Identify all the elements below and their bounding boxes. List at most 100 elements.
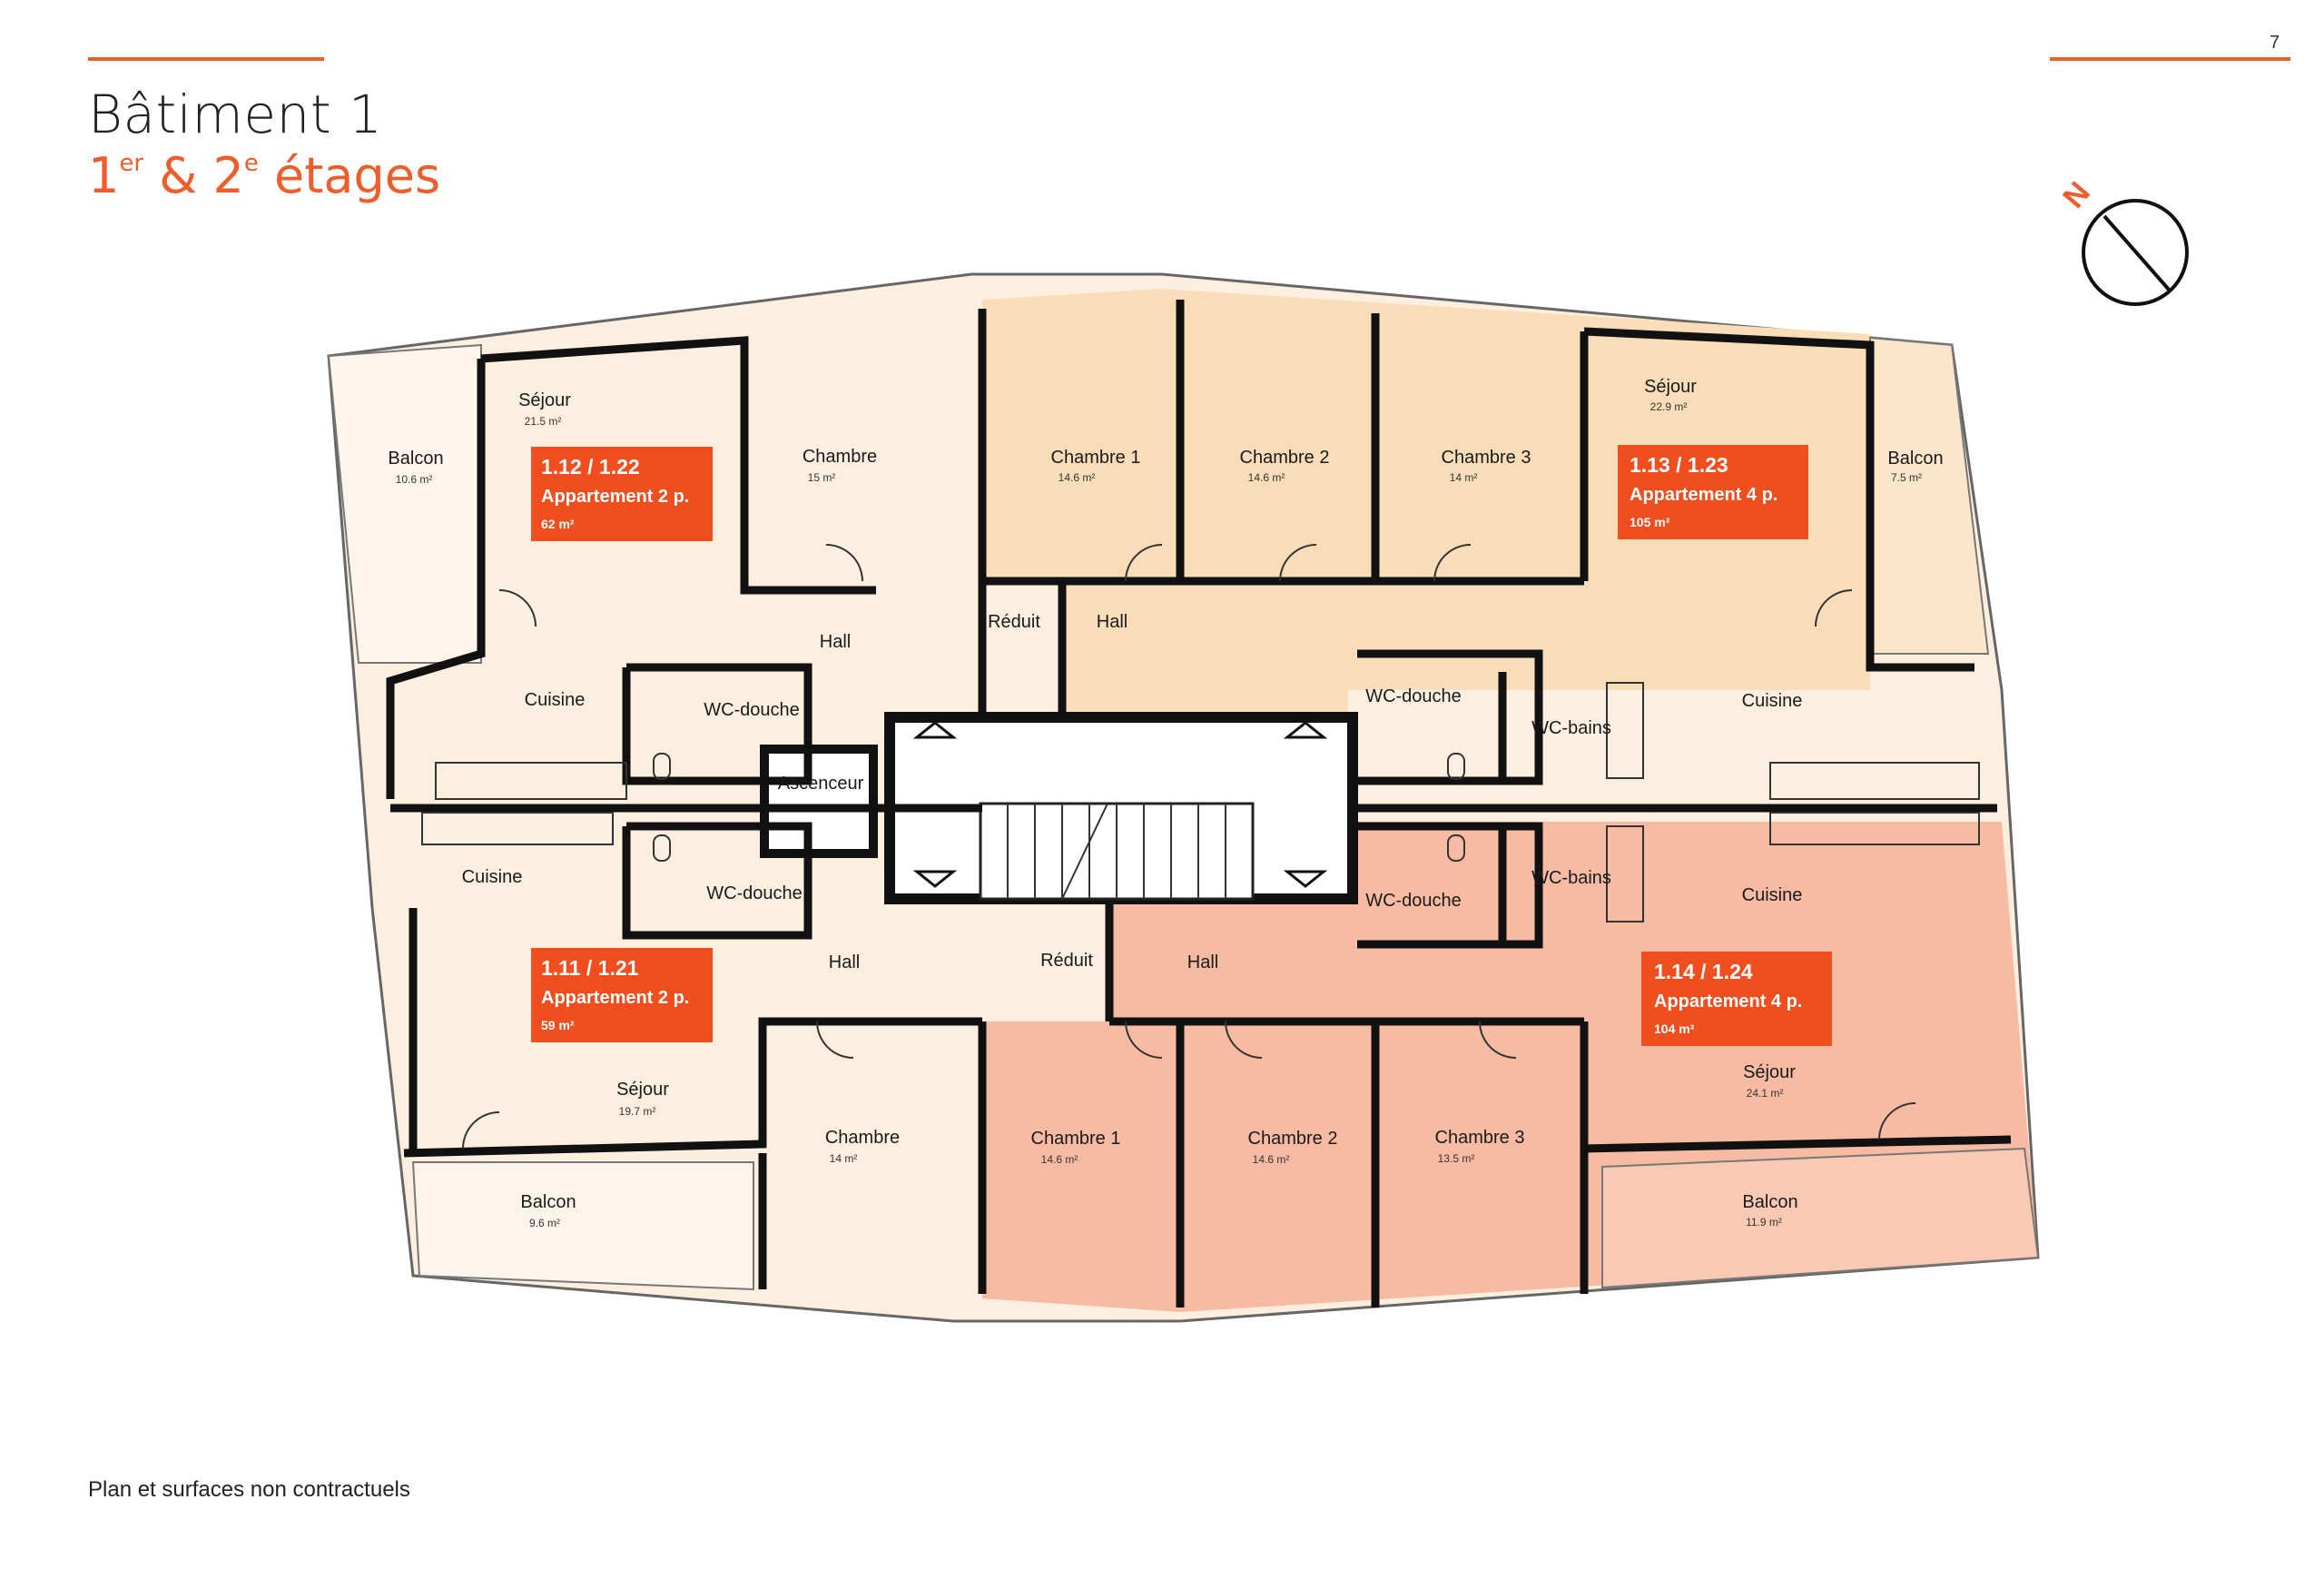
room-area: 14.6 m²: [1041, 1153, 1078, 1166]
door-icon: [1479, 1021, 1517, 1059]
unit-area: 105 m²: [1630, 515, 1670, 529]
room-area: 11.9 m²: [1746, 1216, 1782, 1229]
unit-type: Appartement 4 p.: [1654, 992, 1802, 1011]
room-area: 14 m²: [830, 1152, 858, 1165]
room-area: 21.5 m²: [525, 415, 562, 428]
room-name: Séjour: [518, 390, 571, 410]
walls: [386, 300, 2012, 1308]
room-name: Cuisine: [1742, 691, 1803, 711]
toilet-icon: [653, 834, 671, 862]
unit-badge-1-12: 1.12 / 1.22 Appartement 2 p. 62 m²: [531, 447, 713, 541]
page-subtitle: 1er & 2e étages: [88, 147, 440, 204]
room-area: 9.6 m²: [529, 1217, 560, 1229]
room-name: Balcon: [1887, 449, 1943, 469]
room-name: Hall: [1187, 952, 1218, 972]
page-number: 7: [2270, 33, 2280, 53]
room-area: 14.6 m²: [1248, 471, 1285, 484]
doors: [462, 544, 1916, 1150]
room-name: Chambre 3: [1435, 1128, 1525, 1148]
room-area: 15 m²: [808, 471, 836, 484]
room-area: 13.5 m²: [1438, 1152, 1475, 1165]
unit-type: Appartement 2 p.: [541, 487, 689, 507]
room-name: Cuisine: [525, 690, 586, 710]
kitchen-counter: [435, 762, 627, 800]
door-icon: [825, 544, 863, 582]
door-icon: [1125, 1021, 1163, 1059]
balcony-sw: [411, 1161, 754, 1291]
unit-badge-1-13: 1.13 / 1.23 Appartement 4 p. 105 m²: [1618, 445, 1808, 539]
room-area: 22.9 m²: [1650, 400, 1688, 413]
compass-needle-icon: [2102, 214, 2171, 292]
door-icon: [1878, 1102, 1916, 1140]
kitchen-counter: [1769, 762, 1980, 800]
room-name: Chambre 2: [1240, 448, 1330, 468]
subtitle-sup-1: er: [119, 150, 144, 177]
room-name: Chambre: [803, 447, 877, 467]
room-name: WC-bains: [1531, 868, 1611, 888]
balcony-ne: [1869, 336, 1990, 655]
room-name: Hall: [829, 952, 860, 972]
room-name: Chambre 3: [1442, 448, 1531, 468]
room-name: Balcon: [520, 1192, 576, 1212]
unit-area: 59 m²: [541, 1018, 575, 1032]
room-name: Chambre: [825, 1128, 900, 1148]
north-compass: N: [2056, 175, 2189, 306]
subtitle-suffix: étages: [258, 147, 441, 204]
unit-area: 62 m²: [541, 517, 575, 531]
header-rule-right: [2050, 57, 2290, 61]
compass-north-label: N: [2056, 175, 2097, 214]
header-rule-left: [88, 57, 324, 61]
unit-badge-1-11: 1.11 / 1.21 Appartement 2 p. 59 m²: [531, 948, 713, 1042]
room-name: Séjour: [1644, 377, 1697, 397]
door-icon: [1433, 544, 1472, 582]
stair-treads: [1007, 803, 1226, 900]
unit-number: 1.13 / 1.23: [1630, 453, 1728, 477]
door-icon: [462, 1111, 500, 1150]
door-icon: [1815, 589, 1853, 627]
room-name: Chambre 1: [1031, 1129, 1121, 1149]
room-name: WC-douche: [1365, 891, 1462, 911]
unit-area: 104 m²: [1654, 1021, 1695, 1036]
room-name: Hall: [820, 632, 851, 652]
room-labels: Séjour 21.5 m² Balcon 10.6 m² Chambre 15…: [388, 377, 1943, 1229]
subtitle-floor-1: 1: [88, 147, 120, 204]
room-area: 14 m²: [1450, 471, 1478, 484]
building-footprint: [327, 272, 2040, 1323]
room-name: Ascenceur: [778, 774, 864, 794]
unit-number: 1.12 / 1.22: [541, 455, 640, 479]
room-name: Séjour: [616, 1080, 669, 1100]
toilet-icon: [653, 753, 671, 780]
bathtub-icon: [1606, 682, 1644, 779]
unit-type: Appartement 4 p.: [1630, 485, 1777, 505]
room-name: Balcon: [1742, 1192, 1797, 1212]
kitchen-counter: [421, 812, 614, 845]
stair-arrow-icon: [1283, 870, 1328, 888]
stair-arrow-icon: [912, 870, 958, 888]
fixtures: [421, 682, 1980, 923]
room-name: Hall: [1097, 612, 1128, 632]
room-area: 10.6 m²: [396, 473, 433, 486]
balcony-se: [1601, 1147, 2040, 1289]
room-name: Cuisine: [1742, 885, 1803, 905]
room-area: 14.6 m²: [1059, 471, 1096, 484]
toilet-icon: [1447, 834, 1465, 862]
subtitle-sup-2: e: [243, 150, 259, 177]
door-icon: [498, 589, 537, 627]
room-name: Balcon: [388, 449, 443, 469]
page-title: Bâtiment 1: [88, 84, 383, 145]
room-area: 24.1 m²: [1747, 1087, 1784, 1100]
unit-type: Appartement 2 p.: [541, 988, 689, 1008]
door-icon: [1225, 1021, 1263, 1059]
unit-number: 1.11 / 1.21: [541, 956, 639, 980]
room-name: Réduit: [1040, 951, 1093, 971]
subtitle-floor-2: & 2: [143, 147, 244, 204]
toilet-icon: [1447, 753, 1465, 780]
room-name: Cuisine: [462, 867, 523, 887]
compass-circle-icon: [2082, 199, 2189, 306]
door-icon: [1125, 544, 1163, 582]
door-icon: [816, 1021, 854, 1059]
stair-arrow-icon: [912, 721, 958, 739]
stair-arrow-icon: [1283, 721, 1328, 739]
unit-badge-1-14: 1.14 / 1.24 Appartement 4 p. 104 m²: [1641, 952, 1832, 1046]
